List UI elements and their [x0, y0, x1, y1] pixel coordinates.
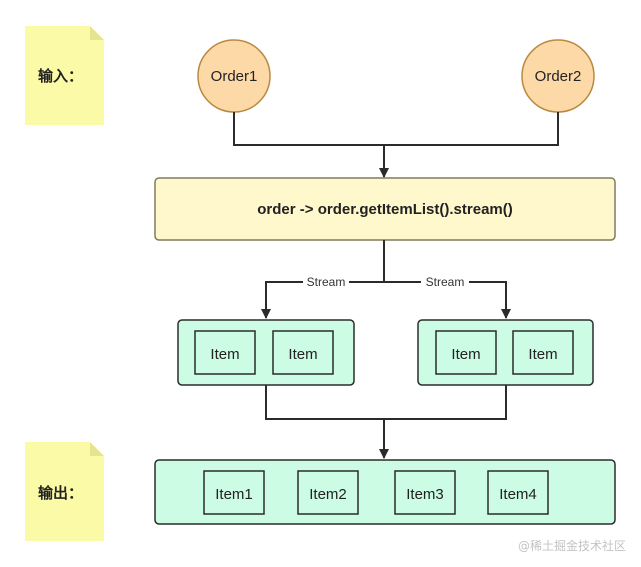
output-item-label: Item4	[499, 486, 537, 503]
stream-label-left: Stream	[307, 275, 346, 289]
output-item-node[interactable]: Item4	[487, 470, 549, 515]
item-node[interactable]: Item	[194, 330, 256, 375]
input-note-label: 输入：	[38, 67, 83, 85]
output-item-label: Item1	[215, 486, 253, 503]
order2-node[interactable]: Order2	[521, 39, 595, 113]
output-note-label: 输出：	[38, 484, 83, 502]
output-item-node[interactable]: Item2	[297, 470, 359, 515]
item-label: Item	[528, 346, 557, 363]
order2-label: Order2	[535, 68, 582, 85]
output-item-label: Item2	[309, 486, 347, 503]
input-note: 输入：	[25, 26, 104, 125]
output-stream-box: Item1 Item2 Item3 Item4	[154, 459, 616, 525]
item-group-left: Item Item	[177, 319, 355, 386]
item-node[interactable]: Item	[272, 330, 334, 375]
output-note: 输出：	[25, 442, 104, 541]
output-item-node[interactable]: Item3	[394, 470, 456, 515]
output-item-label: Item3	[406, 486, 444, 503]
item-group-right: Item Item	[417, 319, 594, 386]
item-label: Item	[288, 346, 317, 363]
flatmap-function-box[interactable]: order -> order.getItemList().stream()	[154, 177, 616, 241]
item-label: Item	[210, 346, 239, 363]
stream-label-right: Stream	[426, 275, 465, 289]
item-node[interactable]: Item	[512, 330, 574, 375]
item-node[interactable]: Item	[435, 330, 497, 375]
watermark: @稀土掘金技术社区	[518, 538, 626, 553]
connector-orders-merge	[233, 112, 559, 177]
order1-label: Order1	[211, 68, 258, 85]
item-label: Item	[451, 346, 480, 363]
output-item-node[interactable]: Item1	[203, 470, 265, 515]
order1-node[interactable]: Order1	[197, 39, 271, 113]
connector-groups-merge	[265, 385, 507, 458]
flatmap-expression: order -> order.getItemList().stream()	[257, 201, 512, 218]
